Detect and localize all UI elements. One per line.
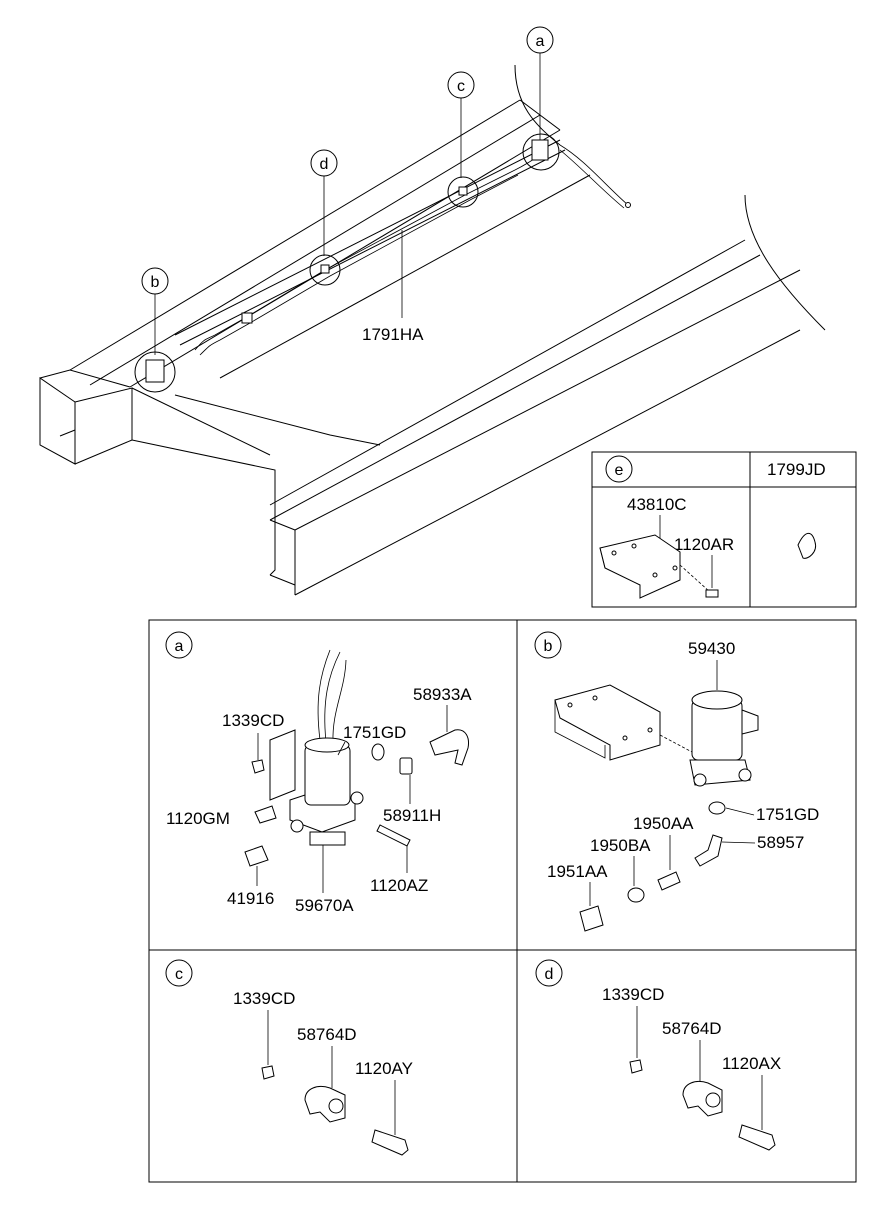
panel-b-label-59430: 59430	[688, 639, 735, 658]
frame-part-label: 1791HA	[362, 230, 424, 344]
panel-c-label-1339cd: 1339CD	[233, 989, 295, 1008]
panel-d-label-58764d: 58764D	[662, 1019, 722, 1038]
panel-d-callout: d	[545, 966, 554, 983]
panel-b: b 59430 1751GD 1950AA 58957 1950BA 1951A…	[534, 631, 819, 932]
frame-illustration	[39, 64, 826, 596]
callout-label-a: a	[536, 33, 545, 50]
panel-a-label-58911h: 58911H	[383, 806, 441, 825]
panel-a-label-1751gd: 1751GD	[343, 723, 406, 742]
panel-b-callout: b	[544, 638, 553, 655]
label-43810c: 43810C	[627, 495, 687, 514]
frame-callout-d: d	[309, 149, 341, 286]
panel-b-label-58957: 58957	[757, 833, 804, 852]
panel-b-label-1751gd: 1751GD	[756, 805, 819, 824]
callout-label-e: e	[615, 462, 624, 479]
panel-d: d 1339CD 58764D 1120AX	[535, 959, 781, 1151]
panel-c: c 1339CD 58764D 1120AY	[165, 959, 413, 1156]
label-1120ar: 1120AR	[674, 535, 734, 554]
frame-callout-b: b	[134, 267, 176, 393]
panel-a: a 1339CD 1751GD 58933A 58911H 1120GM 419…	[165, 631, 472, 915]
callout-label-b: b	[151, 274, 160, 291]
panels-grid	[148, 619, 857, 1183]
panel-d-label-1120ax: 1120AX	[722, 1054, 781, 1073]
panel-c-label-58764d: 58764D	[297, 1025, 357, 1044]
callout-label-d: d	[320, 156, 329, 173]
detail-box-e: e 1799JD 43810C 1120AR	[591, 451, 857, 608]
panel-b-label-1951aa: 1951AA	[547, 862, 608, 881]
frame-callout-a: a	[522, 26, 560, 171]
panel-a-label-1120gm: 1120GM	[166, 809, 230, 828]
callout-label-c: c	[457, 78, 465, 95]
panel-a-label-1120az: 1120AZ	[370, 876, 428, 895]
panel-a-label-58933a: 58933A	[413, 685, 472, 704]
label-1791ha: 1791HA	[362, 325, 424, 344]
panel-c-label-1120ay: 1120AY	[355, 1059, 413, 1078]
panel-c-callout: c	[175, 966, 183, 983]
panel-a-label-41916: 41916	[227, 889, 274, 908]
panel-b-label-1950ba: 1950BA	[590, 836, 651, 855]
panel-b-label-1950aa: 1950AA	[633, 814, 694, 833]
panel-d-label-1339cd: 1339CD	[602, 985, 664, 1004]
label-1799jd: 1799JD	[767, 460, 826, 479]
panel-a-label-1339cd: 1339CD	[222, 711, 284, 730]
panel-a-callout: a	[175, 638, 184, 655]
frame-callout-c: c	[447, 71, 479, 208]
panel-a-label-59670a: 59670A	[295, 896, 354, 915]
